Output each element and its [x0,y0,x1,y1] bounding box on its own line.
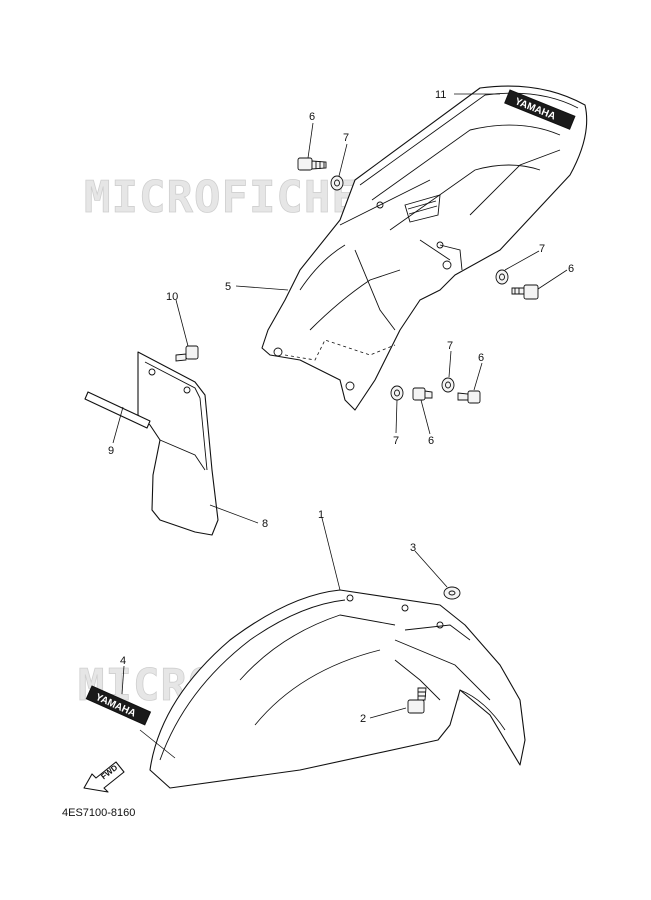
callout-4: 4 [120,655,126,667]
callout-6-right: 6 [568,263,574,275]
callout-9: 9 [108,445,114,457]
part-code: 4ES7100-8160 [62,807,135,819]
bolt-mud-flap [175,345,199,362]
bolt-front-fender [407,687,427,714]
washer-upper-left [330,175,344,191]
washer-lower-right [441,377,455,393]
callout-7-right: 7 [539,243,545,255]
mud-flap-strip [84,391,151,429]
leader-lines [112,93,568,759]
callout-8: 8 [262,518,268,530]
rear-fender: YAMAHA [261,85,588,411]
washer-lower-center [390,385,404,401]
callout-3: 3 [410,542,416,554]
callout-7-upper-left: 7 [343,132,349,144]
callout-6-upper-left: 6 [309,111,315,123]
callout-7-lower-center: 7 [393,435,399,447]
washer-right [495,269,509,285]
callout-7-lower-right: 7 [447,340,453,352]
callout-2: 2 [360,713,366,725]
callout-6-lower-right: 6 [478,352,484,364]
front-fender [149,589,526,789]
callout-5: 5 [225,281,231,293]
callout-11: 11 [435,89,446,101]
callout-6-lower-center: 6 [428,435,434,447]
bolt-lower-center [412,387,433,401]
bolt-lower-right [457,390,481,404]
mud-flap [137,351,219,536]
bolt-right [511,284,539,300]
bolt-upper-left [297,157,327,171]
callout-1: 1 [318,509,324,521]
callout-10: 10 [166,291,178,303]
forward-arrow-icon: FWD [83,761,125,793]
washer-front-fender [443,586,461,600]
